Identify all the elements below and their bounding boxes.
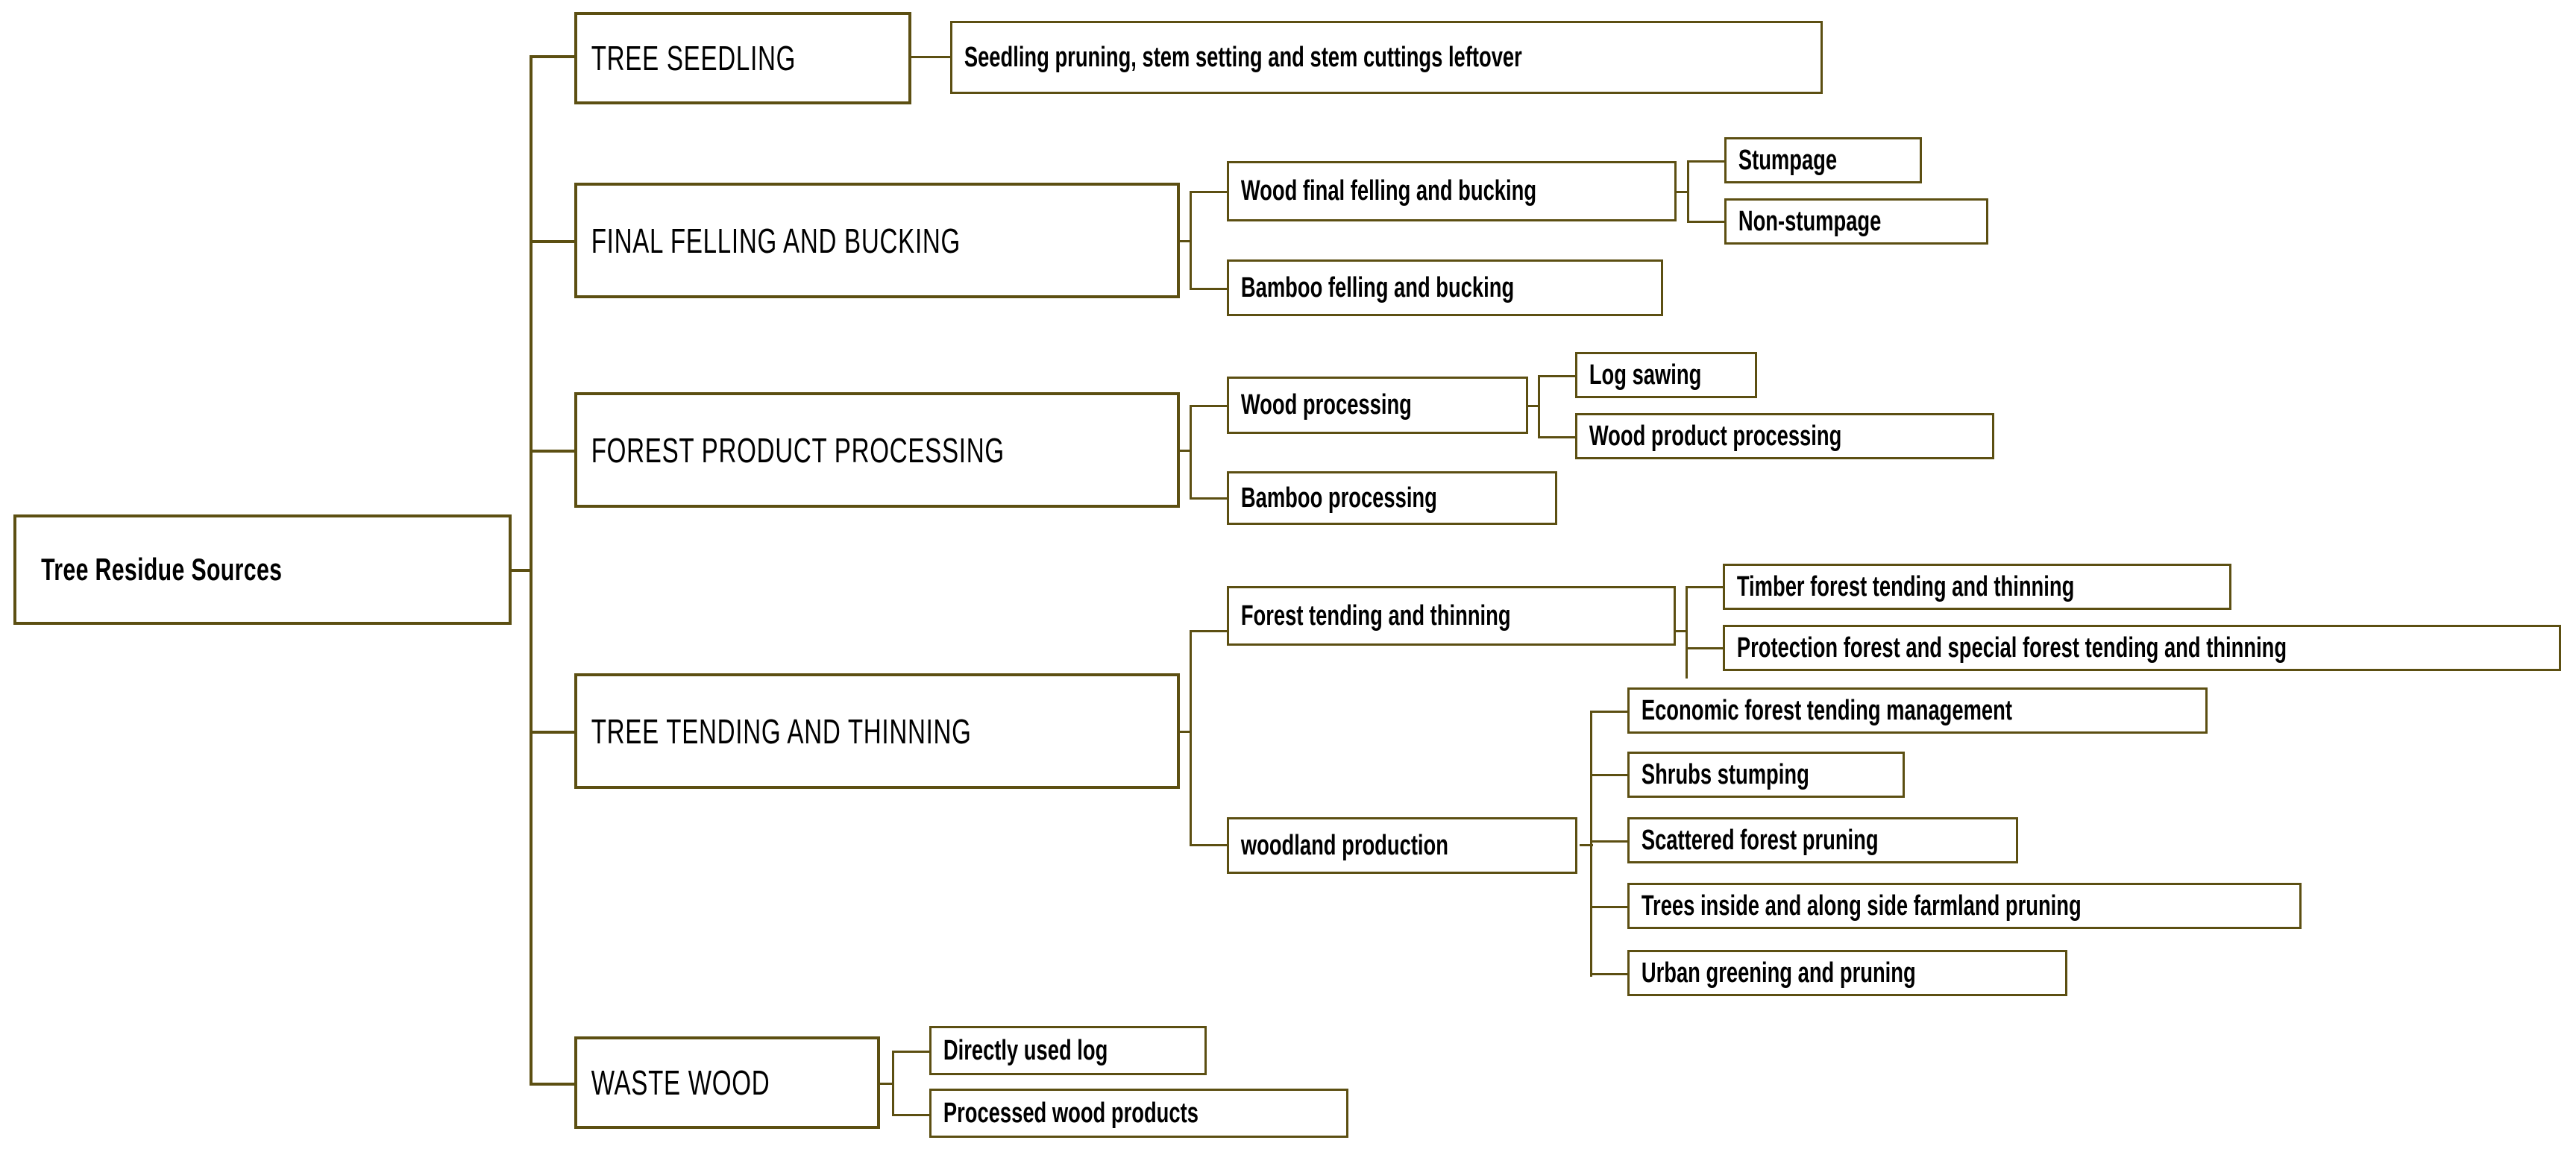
node-label: woodland production — [1240, 829, 1448, 861]
node-woodland-production[interactable]: woodland production — [1227, 817, 1577, 874]
node-label: Economic forest tending management — [1641, 694, 2012, 726]
connector-tree-tending-child1 — [1190, 630, 1228, 632]
node-economic-forest-tending-management[interactable]: Economic forest tending management — [1627, 687, 2208, 734]
connector-woodland-child5 — [1590, 973, 1629, 975]
trunk-stub-forest-product — [530, 450, 576, 453]
node-scattered-forest-pruning[interactable]: Scattered forest pruning — [1627, 817, 2018, 863]
node-wood-product-processing[interactable]: Wood product processing — [1575, 413, 1994, 459]
node-timber-forest-tending-and-thinning[interactable]: Timber forest tending and thinning — [1723, 564, 2231, 610]
node-label: WASTE WOOD — [591, 1063, 770, 1102]
node-trees-inside-and-along-side-farmland-pruning[interactable]: Trees inside and along side farmland pru… — [1627, 883, 2302, 929]
node-label: Wood processing — [1240, 389, 1412, 421]
connector-wood-felling-out — [1675, 191, 1688, 193]
trunk-stub-waste-wood — [530, 1083, 576, 1086]
node-label: Stumpage — [1738, 144, 1838, 176]
node-processed-wood-products[interactable]: Processed wood products — [929, 1089, 1348, 1138]
node-urban-greening-and-pruning[interactable]: Urban greening and pruning — [1627, 950, 2067, 996]
connector-forest-tending-bus — [1686, 586, 1688, 679]
node-label: Wood final felling and bucking — [1240, 175, 1537, 207]
node-label: TREE TENDING AND THINNING — [591, 711, 972, 751]
node-label: Log sawing — [1589, 359, 1702, 391]
node-tree-tending-and-thinning[interactable]: TREE TENDING AND THINNING — [574, 673, 1180, 789]
node-wood-processing[interactable]: Wood processing — [1227, 377, 1528, 434]
trunk-stub-tree-seedling — [530, 55, 576, 58]
node-label: Wood product processing — [1589, 420, 1842, 452]
connector-wood-felling-child1 — [1687, 160, 1726, 163]
connector-final-felling-bus — [1190, 191, 1192, 290]
node-label: Bamboo felling and bucking — [1240, 271, 1515, 303]
connector-woodland-bus — [1590, 711, 1592, 977]
connector-wood-processing-child1 — [1538, 375, 1577, 377]
node-seedling-pruning-leftover[interactable]: Seedling pruning, stem setting and stem … — [950, 21, 1823, 94]
node-forest-tending-and-thinning[interactable]: Forest tending and thinning — [1227, 586, 1676, 646]
node-bamboo-felling-and-bucking[interactable]: Bamboo felling and bucking — [1227, 259, 1663, 316]
connector-wood-felling-bus — [1687, 160, 1689, 222]
node-label: Shrubs stumping — [1641, 758, 1809, 790]
connector-final-felling-out — [1178, 240, 1192, 242]
connector-forest-tending-child2 — [1686, 647, 1724, 649]
node-label: Scattered forest pruning — [1641, 824, 1879, 856]
node-label: Forest tending and thinning — [1240, 599, 1511, 632]
connector-woodland-child4 — [1590, 906, 1629, 908]
node-label: Urban greening and pruning — [1641, 957, 1916, 989]
node-label: Seedling pruning, stem setting and stem … — [964, 41, 1522, 73]
connector-wood-processing-out — [1526, 405, 1539, 407]
node-log-sawing[interactable]: Log sawing — [1575, 352, 1757, 398]
node-bamboo-processing[interactable]: Bamboo processing — [1227, 471, 1557, 525]
node-stumpage[interactable]: Stumpage — [1724, 137, 1922, 183]
root-to-trunk-line — [511, 569, 533, 572]
node-label: Protection forest and special forest ten… — [1736, 632, 2287, 664]
node-non-stumpage[interactable]: Non-stumpage — [1724, 198, 1988, 245]
connector-tree-tending-child2 — [1190, 844, 1228, 846]
connector-woodland-child3 — [1590, 840, 1629, 843]
node-label: Tree Residue Sources — [41, 552, 283, 587]
node-tree-seedling[interactable]: TREE SEEDLING — [574, 12, 911, 104]
connector-wood-processing-bus — [1538, 375, 1540, 438]
connector-woodland-out — [1580, 844, 1593, 846]
connector-final-felling-child2 — [1190, 288, 1228, 290]
node-label: FOREST PRODUCT PROCESSING — [591, 430, 1005, 470]
node-label: Bamboo processing — [1240, 482, 1437, 514]
node-waste-wood[interactable]: WASTE WOOD — [574, 1036, 880, 1129]
connector-waste-wood-out — [880, 1083, 893, 1085]
node-final-felling-and-bucking[interactable]: FINAL FELLING AND BUCKING — [574, 183, 1180, 298]
connector-tree-tending-out — [1178, 731, 1192, 733]
connector-tree-seedling-child — [911, 56, 950, 58]
connector-woodland-child2 — [1590, 774, 1629, 776]
node-wood-final-felling-and-bucking[interactable]: Wood final felling and bucking — [1227, 161, 1677, 221]
trunk-stub-final-felling — [530, 240, 576, 243]
connector-waste-wood-child1 — [892, 1051, 931, 1053]
node-label: FINAL FELLING AND BUCKING — [591, 221, 961, 260]
node-label: Non-stumpage — [1738, 205, 1882, 237]
connector-final-felling-child1 — [1190, 191, 1228, 193]
node-shrubs-stumping[interactable]: Shrubs stumping — [1627, 752, 1905, 798]
connector-forest-tending-out — [1674, 630, 1687, 632]
connector-forest-tending-child1 — [1686, 586, 1724, 588]
node-label: Directly used log — [943, 1034, 1108, 1066]
connector-tree-tending-bus — [1190, 630, 1192, 846]
connector-forest-product-out — [1178, 450, 1192, 452]
node-directly-used-log[interactable]: Directly used log — [929, 1026, 1207, 1075]
connector-forest-product-child2 — [1190, 497, 1228, 500]
connector-waste-wood-child2 — [892, 1114, 931, 1116]
connector-wood-felling-child2 — [1687, 221, 1726, 223]
node-protection-forest-tending-and-thinning[interactable]: Protection forest and special forest ten… — [1723, 625, 2561, 671]
connector-waste-wood-bus — [892, 1051, 894, 1116]
node-forest-product-processing[interactable]: FOREST PRODUCT PROCESSING — [574, 392, 1180, 508]
node-root-tree-residue-sources[interactable]: Tree Residue Sources — [13, 514, 512, 625]
trunk-stub-tree-tending — [530, 731, 576, 734]
node-label: Trees inside and along side farmland pru… — [1641, 890, 2082, 922]
connector-forest-product-child1 — [1190, 405, 1228, 407]
node-label: Timber forest tending and thinning — [1736, 570, 2075, 602]
connector-wood-processing-child2 — [1538, 436, 1577, 438]
connector-woodland-child1 — [1590, 711, 1629, 713]
node-label: TREE SEEDLING — [591, 39, 797, 78]
connector-forest-product-bus — [1190, 405, 1192, 500]
node-label: Processed wood products — [943, 1097, 1199, 1129]
